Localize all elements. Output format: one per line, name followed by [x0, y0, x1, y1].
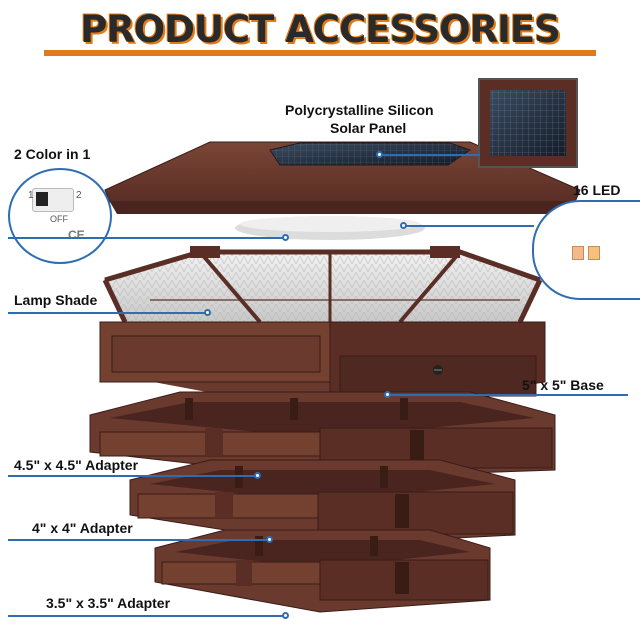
- color-callout-dot: [282, 234, 289, 241]
- lamp-shade-callout-dot: [204, 309, 211, 316]
- solar-panel-inset: [478, 78, 578, 168]
- adapter-45-callout-line: [8, 475, 258, 477]
- lid-cap: [104, 141, 581, 240]
- adapter-4: [129, 459, 516, 546]
- adapter-4-label: 4" x 4" Adapter: [32, 520, 133, 536]
- color-callout-line: [8, 237, 286, 239]
- solar-panel-closeup: [490, 90, 566, 156]
- adapter-4-callout-dot: [266, 536, 273, 543]
- title-underline: [44, 50, 596, 56]
- page-title: PRODUCT ACCESSORIES: [80, 8, 561, 51]
- adapter-35-callout-line: [8, 615, 286, 617]
- solar-panel-label-2: Solar Panel: [330, 120, 407, 136]
- switch-pos-2: 2: [76, 190, 82, 201]
- base-label: 5" x 5" Base: [522, 377, 604, 393]
- solar-panel-callout-dot: [376, 151, 383, 158]
- led-callout-dot: [400, 222, 407, 229]
- switch-pos-1: 1: [28, 190, 34, 201]
- adapter-35: [154, 529, 491, 613]
- led-inset: [532, 200, 640, 300]
- switch-off-label: OFF: [50, 214, 68, 224]
- switch-inset: 1 2 OFF CE: [8, 168, 112, 264]
- led-chip-warm: [572, 246, 584, 260]
- led-callout-line: [404, 225, 534, 227]
- ce-mark: CE: [68, 228, 85, 242]
- led-label: 16 LED: [573, 182, 621, 198]
- switch-toggle[interactable]: [36, 192, 48, 206]
- base-callout-line: [388, 394, 628, 396]
- lamp-shade-label: Lamp Shade: [14, 292, 98, 308]
- adapter-35-callout-dot: [282, 612, 289, 619]
- led-chip-cool: [588, 246, 600, 260]
- adapter-45-callout-dot: [254, 472, 261, 479]
- adapter-4-callout-line: [8, 539, 270, 541]
- lamp-shade-callout-line: [8, 312, 208, 314]
- adapter-35-label: 3.5" x 3.5" Adapter: [46, 595, 171, 611]
- lamp-shade: [102, 246, 543, 324]
- solar-panel-label-1: Polycrystalline Silicon: [285, 102, 434, 118]
- color-mode-label: 2 Color in 1: [14, 146, 91, 162]
- adapter-45-label: 4.5" x 4.5" Adapter: [14, 457, 139, 473]
- solar-panel-callout-line: [380, 154, 480, 156]
- base-callout-dot: [384, 391, 391, 398]
